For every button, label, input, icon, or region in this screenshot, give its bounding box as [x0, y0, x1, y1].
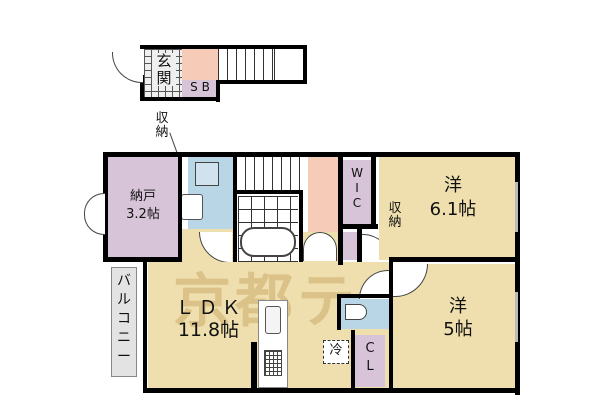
- wall: [351, 330, 355, 390]
- walk-in-closet: [343, 160, 371, 224]
- wall: [357, 229, 362, 262]
- entrance-level: 玄 関 S B: [140, 45, 307, 102]
- entrance-hall: [182, 49, 218, 80]
- storage-label-2: 収 納: [388, 201, 402, 231]
- western-2-size: 5帖: [443, 319, 473, 340]
- shoe-box: [182, 80, 216, 97]
- hallway: [308, 157, 338, 232]
- shoe-box-label: S B: [190, 80, 210, 94]
- window-right-1: [515, 182, 518, 232]
- balcony: [111, 267, 137, 377]
- closet-label: C L: [365, 341, 375, 375]
- main-floor: 納戸 3.2帖 W I C 収 納 洋 6.1帖 収 納 バ ル コ ニ ー 京…: [103, 152, 520, 395]
- refrigerator-space: [323, 340, 349, 364]
- western-2-name: 洋: [449, 296, 467, 317]
- wall: [103, 257, 181, 262]
- pointer-line: [169, 132, 178, 154]
- wall: [515, 152, 520, 395]
- stairs-lower: [236, 157, 308, 190]
- wall: [143, 257, 147, 393]
- toilet: [345, 304, 367, 320]
- wall: [337, 294, 341, 330]
- balcony-label: バ ル コ ニ ー: [117, 273, 131, 365]
- wall: [338, 224, 378, 229]
- wall: [338, 157, 343, 265]
- wic-label: W I C: [351, 166, 363, 210]
- room-nando: [108, 157, 178, 257]
- stove: [264, 350, 282, 376]
- western-1-name: 洋: [444, 175, 462, 196]
- wall: [393, 257, 520, 262]
- wall: [143, 388, 520, 393]
- wall: [103, 152, 520, 157]
- nando-size: 3.2帖: [126, 207, 160, 222]
- nando-name: 納戸: [129, 189, 156, 204]
- ldk-name: ＬＤＫ: [175, 297, 245, 319]
- bathtub: [240, 227, 296, 257]
- storage-small: [343, 232, 357, 260]
- wall: [178, 157, 182, 262]
- room-western-1: [379, 157, 515, 260]
- window-right-2: [515, 292, 518, 342]
- wall: [371, 157, 376, 227]
- vanity-sink: [181, 194, 203, 220]
- storage-note-label: 収 納: [155, 111, 169, 141]
- kitchen-sink: [265, 306, 281, 334]
- entrance-door: [112, 52, 143, 83]
- wall: [103, 152, 108, 260]
- washing-machine: [195, 162, 219, 186]
- wall: [337, 294, 393, 298]
- wall: [299, 190, 303, 262]
- wall: [233, 190, 303, 194]
- nando-exterior-door: [84, 193, 105, 235]
- genkan-label: 玄 関: [152, 53, 176, 86]
- wall: [251, 342, 257, 390]
- wall: [389, 257, 393, 393]
- western-1-size: 6.1帖: [429, 199, 477, 220]
- stairs-upper: [218, 49, 274, 80]
- hall-door: [303, 232, 337, 261]
- refrigerator-label: 冷: [329, 343, 343, 358]
- closet: [355, 335, 385, 387]
- ldk-size: 11.8帖: [177, 319, 240, 341]
- stairs-landing: [274, 49, 303, 80]
- wall: [233, 157, 237, 262]
